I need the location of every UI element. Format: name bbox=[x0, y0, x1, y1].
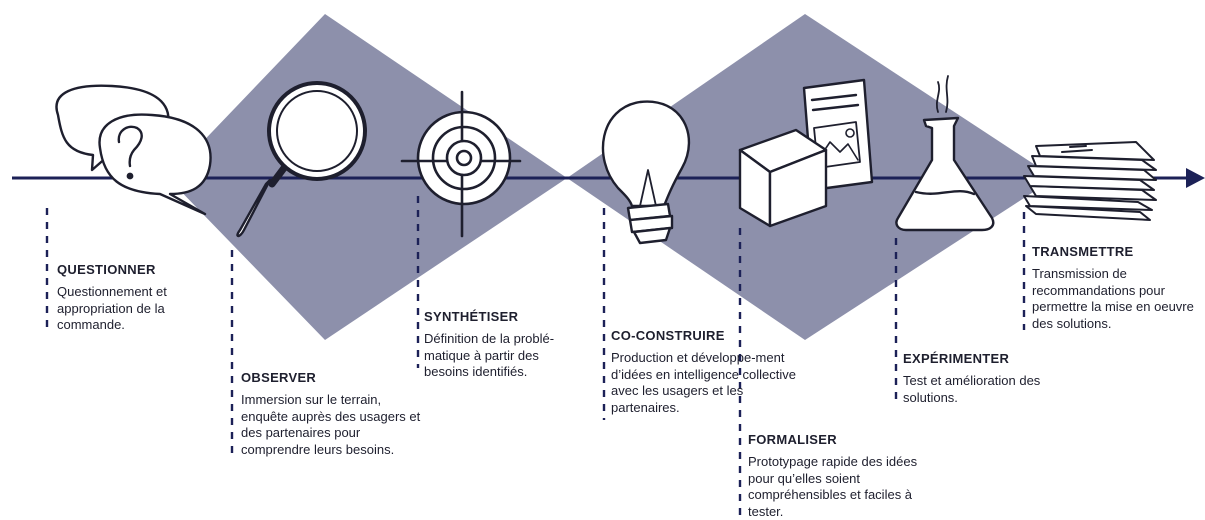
step-title: TRANSMETTRE bbox=[1032, 244, 1134, 259]
step-title: CO-CONSTRUIRE bbox=[611, 328, 725, 343]
flask-icon bbox=[895, 75, 995, 232]
stack-of-documents-icon bbox=[1023, 141, 1157, 221]
step-questionner: QUESTIONNER Questionnement et appropriat… bbox=[57, 262, 217, 334]
step-title: EXPÉRIMENTER bbox=[903, 351, 1010, 366]
step-description: Définition de la problé-matique à partir… bbox=[424, 331, 555, 380]
step-title: QUESTIONNER bbox=[57, 262, 156, 277]
target-crosshair-icon bbox=[400, 90, 522, 238]
step-description: Prototypage rapide des idées pour qu’ell… bbox=[748, 454, 918, 519]
step-description: Production et développe-ment d’idées en … bbox=[611, 350, 797, 415]
step-synthetiser: SYNTHÉTISER Définition de la problé-mati… bbox=[424, 309, 579, 381]
step-description: Test et amélioration des solutions. bbox=[903, 373, 1041, 405]
prototype-cube-and-document-icon bbox=[738, 78, 874, 228]
step-co-construire: CO-CONSTRUIRE Production et développe-me… bbox=[611, 328, 806, 416]
step-description: Transmission de recommandations pour per… bbox=[1032, 266, 1194, 331]
step-transmettre: TRANSMETTRE Transmission de recommandati… bbox=[1032, 244, 1200, 332]
step-title: SYNTHÉTISER bbox=[424, 309, 519, 324]
step-description: Immersion sur le terrain, enquête auprès… bbox=[241, 392, 421, 457]
speech-bubbles-question-icon bbox=[55, 84, 212, 216]
light-bulb-icon bbox=[601, 100, 691, 245]
step-formaliser: FORMALISER Prototypage rapide des idées … bbox=[748, 432, 928, 520]
step-observer: OBSERVER Immersion sur le terrain, enquê… bbox=[241, 370, 431, 458]
timeline-arrowhead bbox=[1186, 168, 1205, 188]
step-title: FORMALISER bbox=[748, 432, 837, 447]
step-experimenter: EXPÉRIMENTER Test et amélioration des so… bbox=[903, 351, 1073, 406]
magnifying-glass-icon bbox=[236, 81, 367, 238]
step-title: OBSERVER bbox=[241, 370, 317, 385]
step-description: Questionnement et appropriation de la co… bbox=[57, 284, 167, 333]
